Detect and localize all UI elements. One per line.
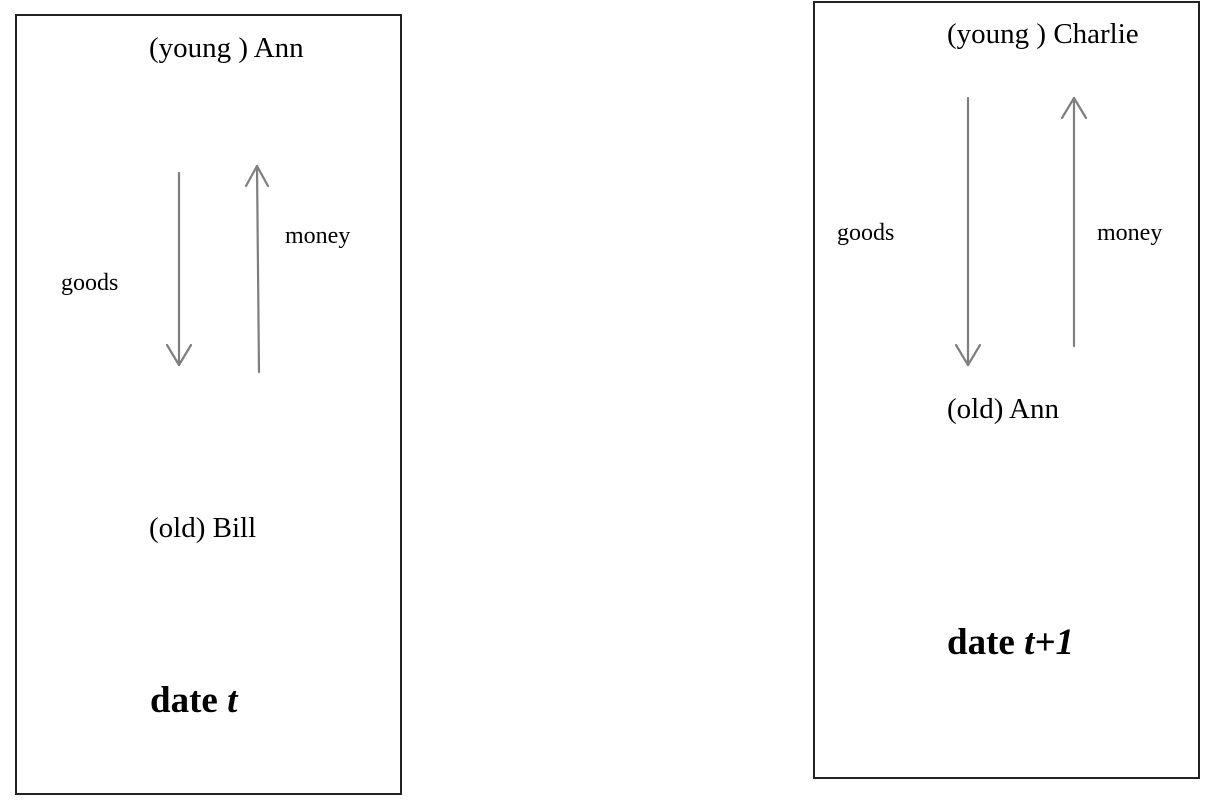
money-label: money [285,223,351,249]
date-variable: t [227,680,238,721]
panel-date-t [15,14,402,795]
panel-date-t-plus-1 [813,1,1200,779]
date-word: date [150,680,218,721]
date-variable: t+1 [1024,622,1074,663]
old-person-label: (old) Bill [149,512,257,544]
young-person-label: (young ) Charlie [947,18,1139,50]
date-label: date t+1 [947,624,1074,661]
young-person-label: (young ) Ann [149,32,304,64]
date-word: date [947,622,1015,663]
goods-label: goods [837,220,895,246]
old-person-label: (old) Ann [947,393,1059,425]
goods-label: goods [61,270,119,296]
money-label: money [1097,220,1163,246]
date-label: date t [150,682,237,719]
